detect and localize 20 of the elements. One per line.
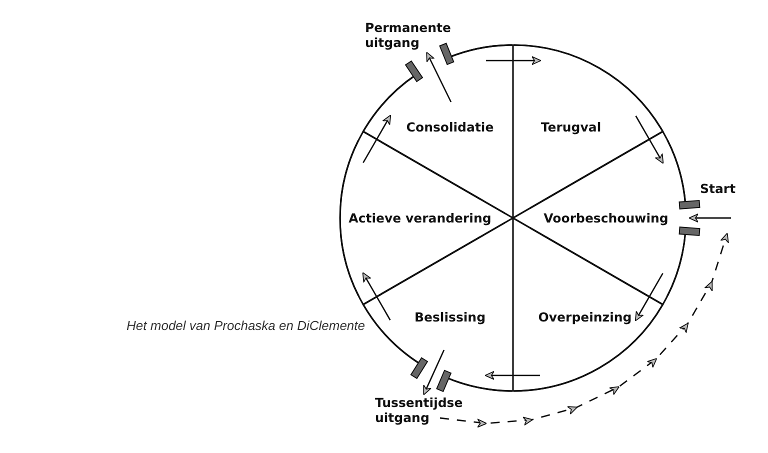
stage-label: Beslissing — [414, 310, 486, 324]
stage-label: Overpeinzing — [538, 310, 632, 324]
arrow — [484, 370, 540, 380]
arrow — [362, 272, 391, 320]
stage-label: Consolidatie — [406, 120, 494, 134]
stage-label: Actieve verandering — [348, 210, 492, 226]
arrow — [423, 350, 445, 396]
arrow — [635, 116, 664, 164]
edge-label: Start — [700, 181, 736, 196]
stage-label: Voorbeschouwing — [544, 210, 668, 226]
stage-label: Terugval — [540, 120, 602, 134]
arrow — [426, 52, 452, 102]
arrow — [362, 114, 392, 164]
arrow — [688, 214, 731, 222]
arrow — [440, 233, 729, 428]
exit-label: Permanente uitgang — [365, 20, 465, 50]
arrow — [486, 56, 542, 66]
caption: Het model van Prochaska en DiClemente — [126, 318, 365, 333]
exit-label: Tussentijdse uitgang — [375, 395, 475, 425]
arrow — [634, 272, 664, 322]
